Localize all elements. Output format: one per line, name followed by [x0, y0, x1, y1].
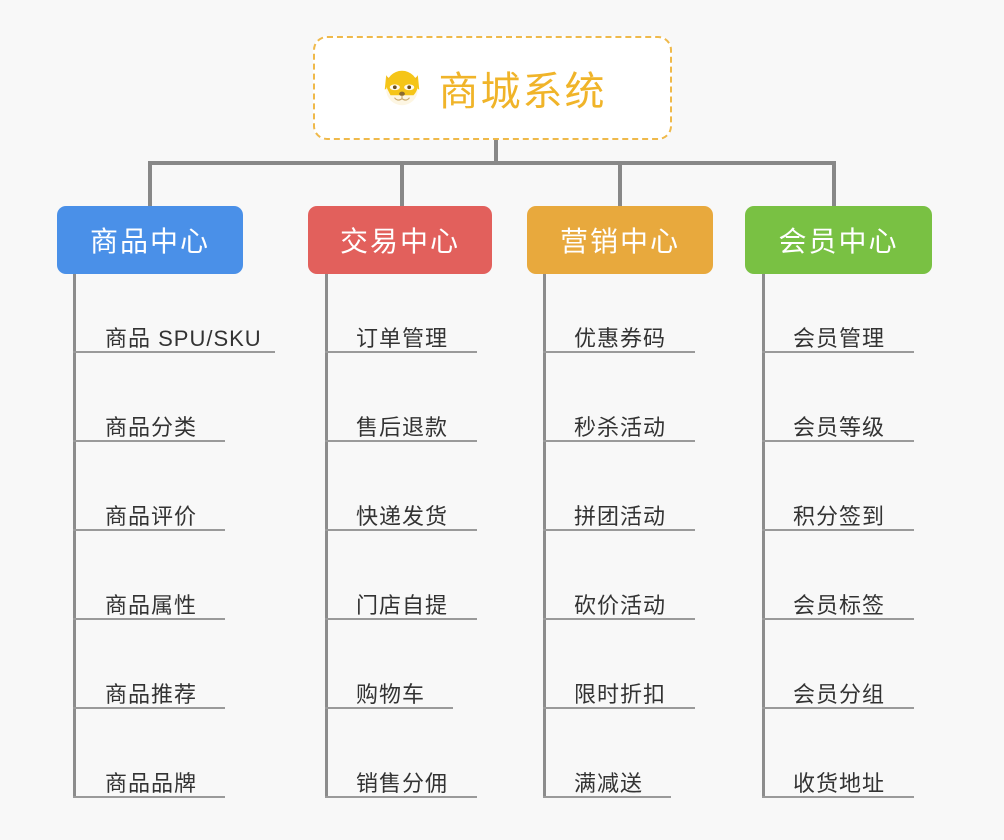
leaf-underline: [543, 440, 695, 442]
leaf-underline: [325, 618, 477, 620]
leaf-label-商品属性[interactable]: 商品属性: [105, 593, 198, 618]
branch-spine-3: [543, 274, 546, 798]
leaf-underline: [762, 529, 914, 531]
leaf-label-拼团活动[interactable]: 拼团活动: [574, 504, 667, 529]
leaf-underline: [325, 351, 477, 353]
leaf-underline: [762, 707, 914, 709]
category-card-营销中心[interactable]: 营销中心: [527, 206, 713, 274]
leaf-label-商品-spu-sku[interactable]: 商品 SPU/SKU: [105, 326, 262, 351]
leaf-label-商品品牌[interactable]: 商品品牌: [105, 771, 198, 796]
root-node-商城系统[interactable]: 商城系统: [313, 36, 672, 140]
category-card-交易中心[interactable]: 交易中心: [308, 206, 492, 274]
leaf-underline: [73, 796, 225, 798]
leaf-underline: [543, 351, 695, 353]
branch-spine-1: [73, 274, 76, 798]
branch-spine-2: [325, 274, 328, 798]
leaf-underline: [325, 796, 477, 798]
leaf-label-售后退款[interactable]: 售后退款: [356, 415, 449, 440]
leaf-label-砍价活动[interactable]: 砍价活动: [574, 593, 667, 618]
leaf-label-快递发货[interactable]: 快递发货: [356, 504, 449, 529]
leaf-label-会员管理[interactable]: 会员管理: [793, 326, 886, 351]
connector-horizontal-bus: [148, 161, 836, 165]
connector-drop-3: [618, 161, 622, 206]
leaf-underline: [543, 618, 695, 620]
leaf-underline: [73, 707, 225, 709]
leaf-underline: [762, 351, 914, 353]
leaf-underline: [543, 707, 695, 709]
leaf-label-商品推荐[interactable]: 商品推荐: [105, 682, 198, 707]
leaf-underline: [543, 796, 671, 798]
leaf-label-会员等级[interactable]: 会员等级: [793, 415, 886, 440]
leaf-label-销售分佣[interactable]: 销售分佣: [356, 771, 449, 796]
category-card-label: 营销中心: [559, 226, 680, 257]
leaf-label-门店自提[interactable]: 门店自提: [356, 593, 449, 618]
leaf-label-限时折扣[interactable]: 限时折扣: [574, 682, 667, 707]
leaf-label-订单管理[interactable]: 订单管理: [356, 326, 449, 351]
leaf-underline: [325, 440, 477, 442]
leaf-label-会员标签[interactable]: 会员标签: [793, 593, 886, 618]
leaf-underline: [325, 707, 453, 709]
category-card-label: 会员中心: [778, 226, 899, 257]
leaf-underline: [762, 796, 914, 798]
branch-spine-4: [762, 274, 765, 798]
connector-drop-1: [148, 161, 152, 206]
leaf-underline: [73, 351, 275, 353]
leaf-underline: [762, 440, 914, 442]
leaf-underline: [543, 529, 695, 531]
category-card-label: 商品中心: [89, 226, 210, 257]
category-card-商品中心[interactable]: 商品中心: [57, 206, 243, 274]
leaf-label-商品评价[interactable]: 商品评价: [105, 504, 198, 529]
connector-root-trunk: [494, 140, 498, 164]
category-card-会员中心[interactable]: 会员中心: [745, 206, 932, 274]
leaf-label-收货地址[interactable]: 收货地址: [793, 771, 886, 796]
connector-drop-4: [832, 161, 836, 206]
leaf-label-积分签到[interactable]: 积分签到: [793, 504, 886, 529]
root-node-title: 商城系统: [438, 70, 607, 114]
leaf-label-商品分类[interactable]: 商品分类: [105, 415, 198, 440]
leaf-label-会员分组[interactable]: 会员分组: [793, 682, 886, 707]
connector-drop-2: [400, 161, 404, 206]
shiba-inu-face-icon: [379, 65, 425, 111]
leaf-label-购物车[interactable]: 购物车: [356, 682, 426, 707]
leaf-label-秒杀活动[interactable]: 秒杀活动: [574, 415, 667, 440]
leaf-label-优惠券码[interactable]: 优惠券码: [574, 326, 667, 351]
leaf-underline: [762, 618, 914, 620]
leaf-underline: [73, 440, 225, 442]
leaf-label-满减送[interactable]: 满减送: [574, 771, 644, 796]
leaf-underline: [73, 529, 225, 531]
leaf-underline: [325, 529, 477, 531]
leaf-underline: [73, 618, 225, 620]
category-card-label: 交易中心: [339, 226, 460, 257]
